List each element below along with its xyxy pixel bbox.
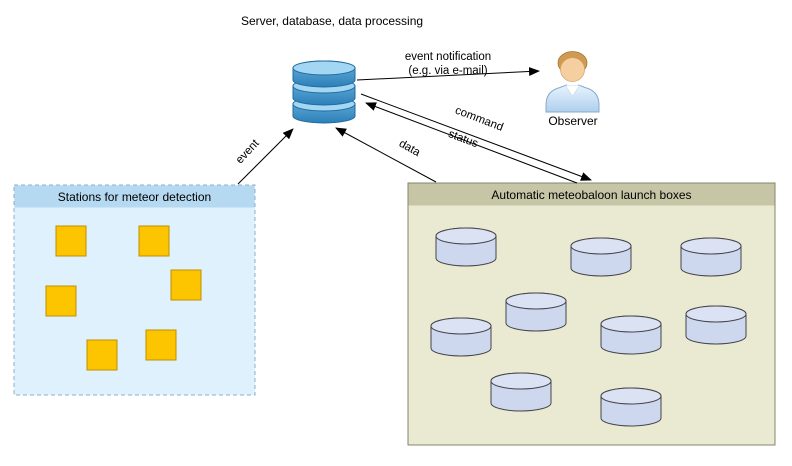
status-arrow-label: status bbox=[447, 128, 480, 150]
notification-arrow-label-line1: event notification bbox=[405, 51, 491, 63]
stations-box-header bbox=[14, 185, 255, 208]
station-node bbox=[55, 225, 87, 257]
event-arrow-label: event bbox=[234, 137, 263, 166]
launch-box-title: Automatic meteobaloon launch boxes bbox=[491, 188, 691, 202]
launch-cylinder bbox=[680, 237, 742, 277]
database-icon bbox=[292, 60, 356, 124]
notification-arrow bbox=[356, 66, 540, 81]
launch-cylinder bbox=[490, 372, 552, 412]
stations-box-title: Stations for meteor detection bbox=[58, 190, 211, 204]
connectors bbox=[237, 66, 592, 185]
launch-cylinder bbox=[430, 317, 492, 357]
data-arrow bbox=[335, 127, 437, 183]
observer-label: Observer bbox=[548, 114, 597, 128]
launch-cylinder bbox=[570, 237, 632, 277]
launch-box: Automatic meteobaloon launch boxes bbox=[407, 182, 776, 446]
command-arrow bbox=[360, 93, 592, 181]
station-node bbox=[170, 269, 202, 301]
station-node bbox=[138, 225, 170, 257]
event-arrow bbox=[237, 128, 294, 185]
stations-box: Stations for meteor detection bbox=[13, 184, 256, 396]
notification-arrow-label-line2: (e.g. via e-mail) bbox=[408, 65, 487, 77]
data-arrow-label: data bbox=[397, 138, 423, 160]
launch-cylinder bbox=[685, 305, 747, 345]
station-node bbox=[86, 339, 118, 371]
launch-cylinder bbox=[600, 387, 662, 427]
launch-cylinder bbox=[435, 227, 497, 267]
station-node bbox=[45, 285, 77, 317]
launch-cylinder bbox=[600, 315, 662, 355]
launch-box-header bbox=[408, 183, 775, 206]
command-arrow-label: command bbox=[453, 105, 504, 134]
launch-cylinder bbox=[505, 292, 567, 332]
server-label: Server, database, data processing bbox=[241, 14, 423, 28]
station-node bbox=[145, 329, 177, 361]
observer-icon bbox=[545, 51, 600, 113]
status-arrow bbox=[365, 102, 578, 184]
